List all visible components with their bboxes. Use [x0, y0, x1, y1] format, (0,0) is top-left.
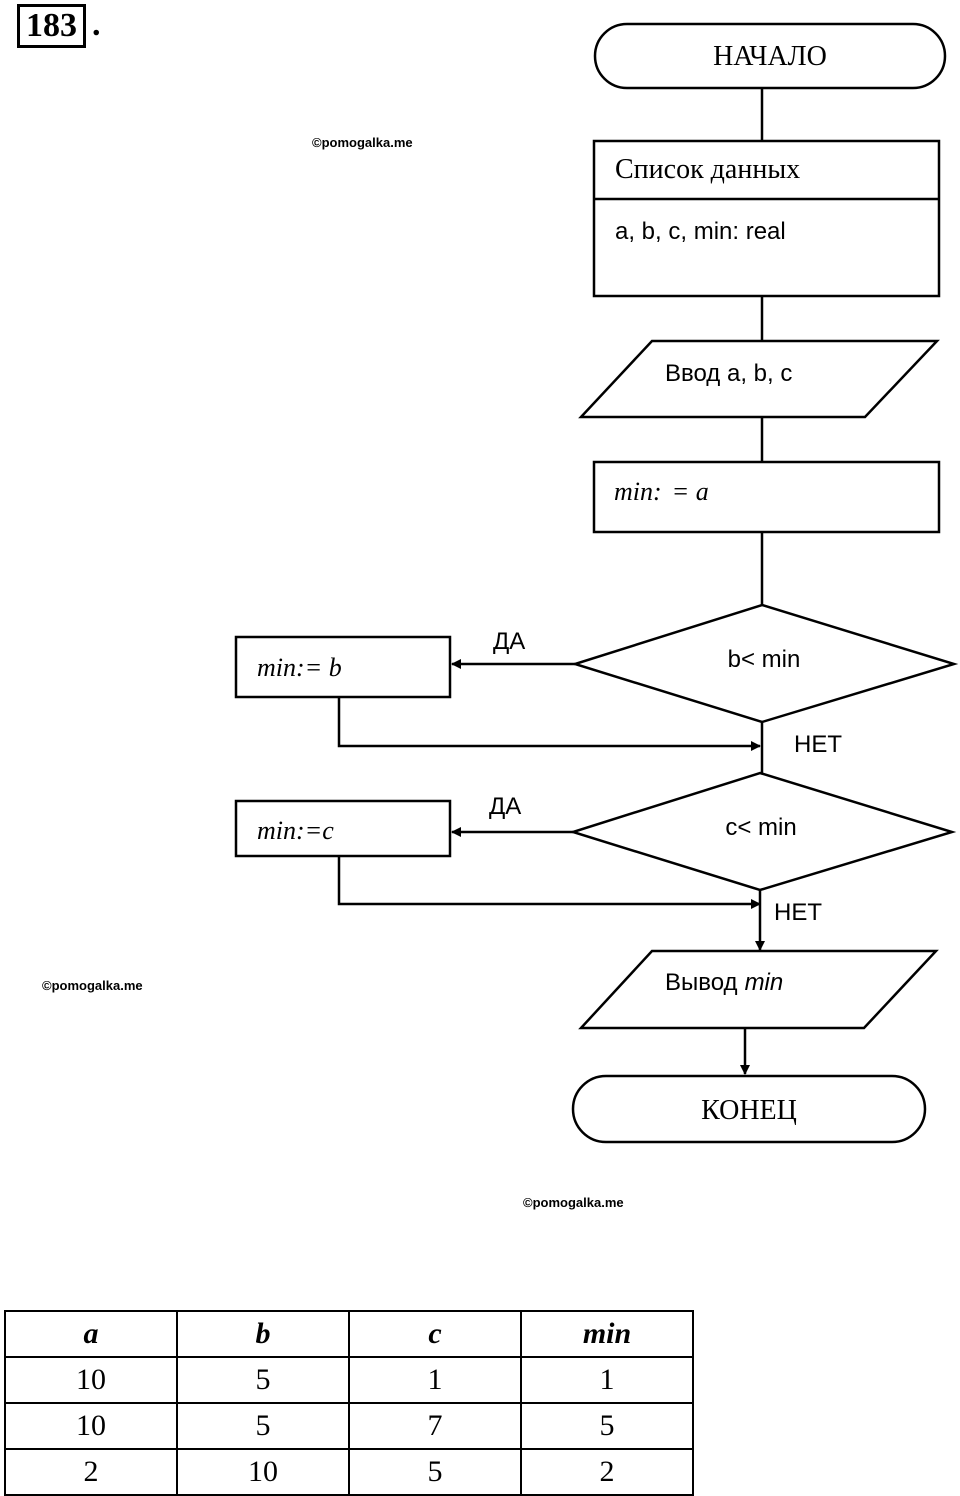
assign-c-block	[234, 799, 452, 858]
cell-a: 10	[4, 1402, 178, 1450]
cell-min: 2	[520, 1448, 694, 1496]
input-block	[578, 339, 940, 419]
assign-a-rhs: = a	[672, 477, 709, 506]
condition1-yes-label: ДА	[493, 628, 525, 655]
cell-b: 5	[176, 1356, 350, 1404]
table-header-row: a b c min	[4, 1310, 694, 1358]
condition1-no-label: НЕТ	[794, 731, 842, 758]
cell-b: 5	[176, 1402, 350, 1450]
assign-a-var: min:	[614, 477, 662, 506]
output-block	[578, 949, 939, 1030]
watermark: ©pomogalka.me	[523, 1195, 624, 1210]
start-label: НАЧАЛО	[713, 41, 827, 72]
column-header-min: min	[520, 1310, 694, 1358]
merge-arrow-1	[337, 697, 761, 751]
condition1-text: b< min	[728, 646, 801, 673]
end-label: КОНЕЦ	[701, 1095, 797, 1126]
cell-c: 1	[348, 1356, 522, 1404]
assign-a-block	[592, 460, 941, 534]
column-header-c: c	[348, 1310, 522, 1358]
assign-b-text: min:= b	[257, 653, 342, 682]
flowchart: НАЧАЛО Список данных a, b, c, min: real …	[234, 22, 959, 1144]
problem-number: 183	[17, 4, 86, 48]
end-terminator	[571, 1074, 927, 1144]
trace-table: a b c min 10 5 1 1 10 5 7 5 2 10 5 2	[4, 1310, 694, 1496]
cell-a: 2	[4, 1448, 178, 1496]
assign-b-rhs: = b	[305, 653, 342, 682]
assign-c-rhs: =c	[305, 816, 335, 845]
merge-arrow-2	[337, 856, 761, 909]
start-terminator	[593, 22, 947, 90]
column-header-a: a	[4, 1310, 178, 1358]
table-row: 10 5 1 1	[4, 1356, 694, 1404]
output-text: Вывод min	[665, 969, 783, 996]
condition2-text: c< min	[725, 814, 796, 841]
output-prefix: Вывод	[665, 969, 738, 996]
assign-a-text: min: = a	[614, 477, 709, 506]
cell-b: 10	[176, 1448, 350, 1496]
watermark: ©pomogalka.me	[312, 135, 413, 150]
cell-c: 7	[348, 1402, 522, 1450]
table-row: 10 5 7 5	[4, 1402, 694, 1450]
assign-c-var: min:	[257, 816, 305, 845]
cell-a: 10	[4, 1356, 178, 1404]
assign-c-text: min:=c	[257, 816, 334, 845]
assign-b-var: min:	[257, 653, 305, 682]
cell-min: 1	[520, 1356, 694, 1404]
output-var: min	[745, 969, 784, 996]
data-list-title: Список данных	[615, 154, 800, 185]
problem-number-dot: .	[92, 6, 101, 43]
data-list-vars: a, b, c, min: real	[615, 218, 786, 245]
watermark: ©pomogalka.me	[42, 978, 143, 993]
condition2-yes-label: ДА	[489, 793, 521, 820]
cell-min: 5	[520, 1402, 694, 1450]
condition2-no-label: НЕТ	[774, 899, 822, 926]
cell-c: 5	[348, 1448, 522, 1496]
assign-b-block	[234, 635, 452, 699]
column-header-b: b	[176, 1310, 350, 1358]
table-row: 2 10 5 2	[4, 1448, 694, 1496]
input-label: Ввод a, b, c	[665, 360, 792, 387]
data-list-block	[592, 139, 941, 298]
